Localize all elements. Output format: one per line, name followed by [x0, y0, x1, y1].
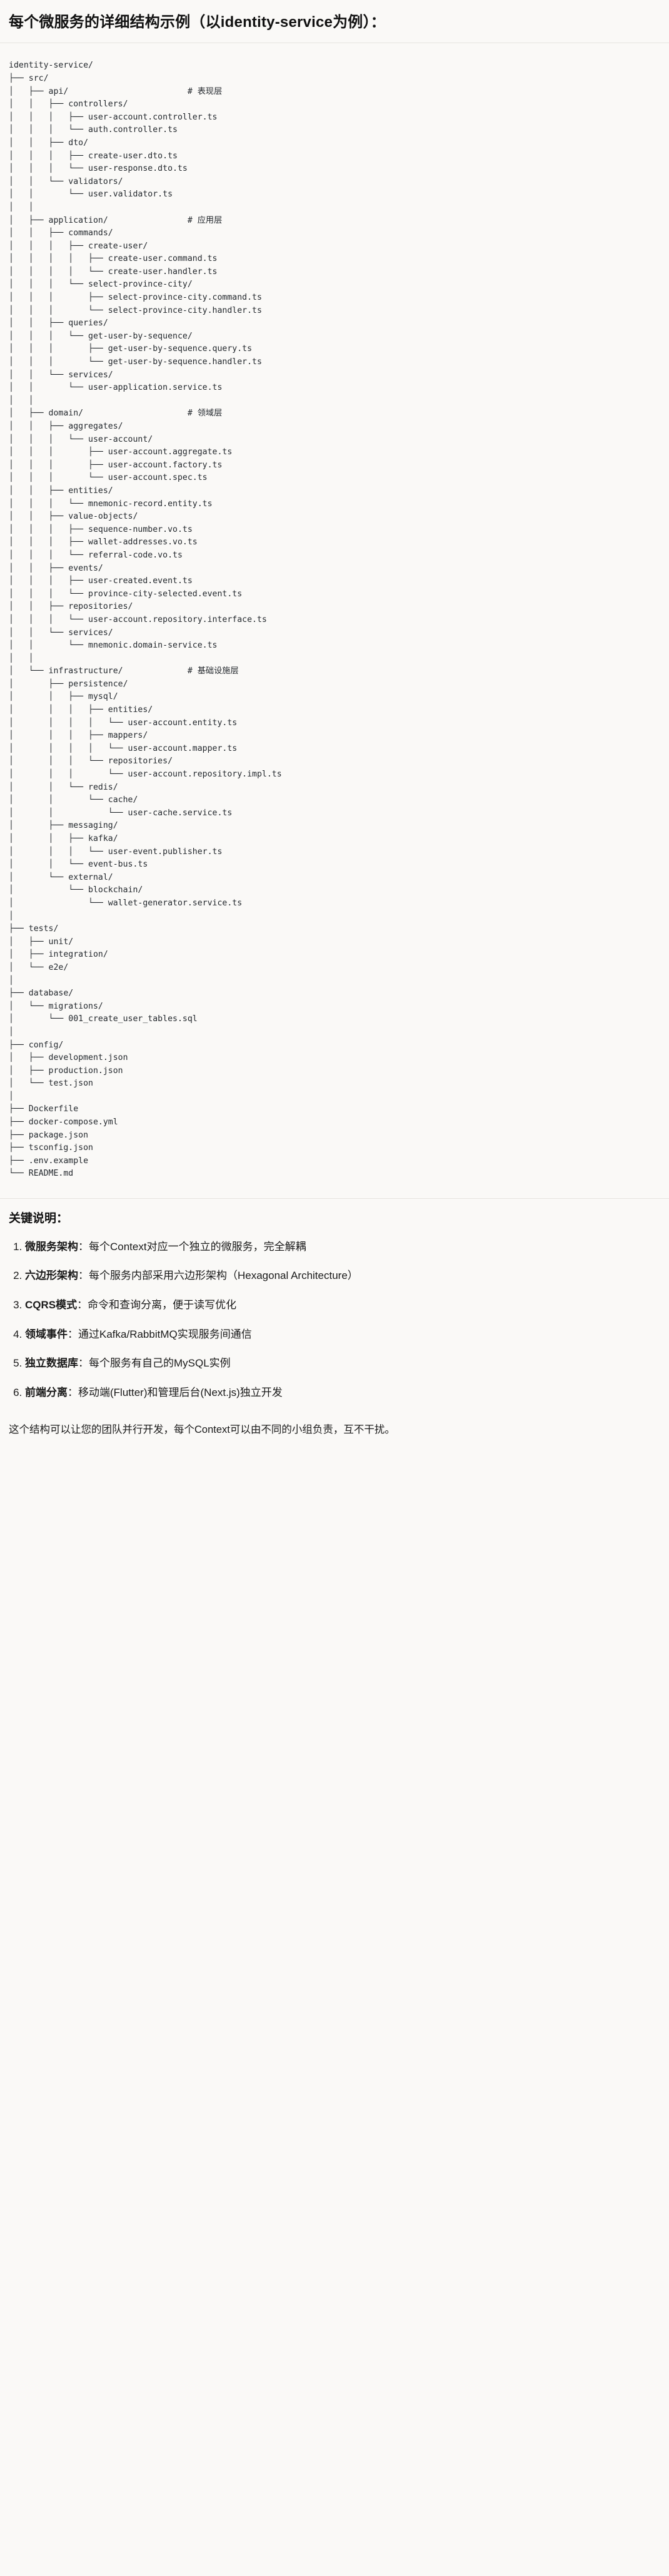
key-point-separator: ：	[78, 1270, 89, 1282]
key-point-description: 每个Context对应一个独立的微服务，完全解耦	[89, 1240, 306, 1253]
key-point-term: 前端分离	[25, 1386, 68, 1398]
key-points-list: 微服务架构：每个Context对应一个独立的微服务，完全解耦 六边形架构：每个服…	[9, 1240, 660, 1401]
key-point-term: 独立数据库	[25, 1357, 78, 1370]
heading-section: 每个微服务的详细结构示例（以identity-service为例）：	[0, 0, 669, 44]
key-point-description: 命令和查询分离，便于读写优化	[88, 1299, 237, 1311]
list-item: 领域事件：通过Kafka/RabbitMQ实现服务间通信	[25, 1327, 660, 1343]
key-point-description: 每个服务有自己的MySQL实例	[89, 1357, 231, 1370]
key-point-separator: ：	[78, 1357, 89, 1370]
key-points-title: 关键说明：	[9, 1212, 69, 1226]
key-point-separator: ：	[68, 1386, 78, 1398]
key-point-separator: ：	[77, 1299, 88, 1311]
key-point-separator: ：	[78, 1240, 89, 1253]
directory-tree-section: identity-service/ ├── src/ │ ├── api/ # …	[0, 43, 669, 1199]
list-item: 六边形架构：每个服务内部采用六边形架构（Hexagonal Architectu…	[25, 1268, 660, 1284]
key-point-term: 微服务架构	[25, 1240, 78, 1253]
document-page: 每个微服务的详细结构示例（以identity-service为例）： ident…	[0, 0, 669, 1451]
list-item: 独立数据库：每个服务有自己的MySQL实例	[25, 1356, 660, 1372]
closing-paragraph: 这个结构可以让您的团队并行开发，每个Context可以由不同的小组负责，互不干扰…	[9, 1423, 395, 1435]
key-point-term: 六边形架构	[25, 1270, 78, 1282]
directory-tree: identity-service/ ├── src/ │ ├── api/ # …	[9, 61, 282, 1179]
list-item: CQRS模式：命令和查询分离，便于读写优化	[25, 1298, 660, 1313]
closing-section: 这个结构可以让您的团队并行开发，每个Context可以由不同的小组负责，互不干扰…	[0, 1418, 669, 1452]
key-points-section: 关键说明： 微服务架构：每个Context对应一个独立的微服务，完全解耦 六边形…	[0, 1199, 669, 1418]
page-title: 每个微服务的详细结构示例（以identity-service为例）：	[9, 14, 386, 31]
key-point-description: 每个服务内部采用六边形架构（Hexagonal Architecture）	[89, 1270, 358, 1282]
list-item: 微服务架构：每个Context对应一个独立的微服务，完全解耦	[25, 1240, 660, 1255]
key-point-description: 通过Kafka/RabbitMQ实现服务间通信	[78, 1328, 252, 1340]
key-point-separator: ：	[68, 1328, 78, 1340]
list-item: 前端分离：移动端(Flutter)和管理后台(Next.js)独立开发	[25, 1385, 660, 1401]
key-point-term: CQRS模式	[25, 1299, 78, 1311]
key-point-term: 领域事件	[25, 1328, 68, 1340]
key-point-description: 移动端(Flutter)和管理后台(Next.js)独立开发	[78, 1386, 283, 1398]
